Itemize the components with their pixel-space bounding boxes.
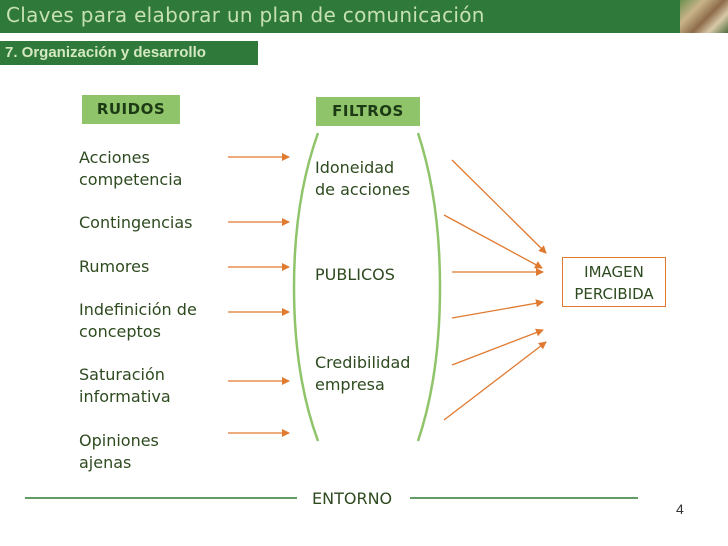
filtros-header: FILTROS bbox=[316, 97, 420, 126]
imagen-percibida-box: IMAGEN PERCIBIDA bbox=[562, 257, 666, 307]
arrow-filtro-5 bbox=[451, 328, 544, 366]
slide-title: Claves para elaborar un plan de comunica… bbox=[6, 3, 485, 27]
section-title: 7. Organización y desarrollo bbox=[5, 44, 206, 61]
ruido-line: informativa bbox=[79, 387, 171, 406]
ruido-line: Rumores bbox=[79, 257, 150, 276]
left-bracket bbox=[292, 132, 320, 442]
entorno-label: ENTORNO bbox=[312, 489, 393, 508]
section-tag: 7. Organización y desarrollo bbox=[0, 41, 258, 65]
ruidos-header: RUIDOS bbox=[82, 95, 180, 124]
ruido-saturacion: Saturación informativa bbox=[79, 364, 171, 408]
imagen-line: IMAGEN bbox=[584, 263, 644, 281]
ruido-line: Indefinición de bbox=[79, 300, 197, 319]
ruido-indefinicion: Indefinición de conceptos bbox=[79, 299, 197, 343]
filtro-line: empresa bbox=[315, 375, 385, 394]
arrow-filtro-1 bbox=[451, 159, 547, 254]
filtro-line: Credibilidad bbox=[315, 353, 411, 372]
ruido-rumores: Rumores bbox=[79, 256, 149, 278]
ruido-contingencias: Contingencias bbox=[79, 212, 192, 234]
ruido-line: Contingencias bbox=[79, 213, 193, 232]
right-bracket bbox=[416, 132, 442, 442]
filtro-idoneidad: Idoneidad de acciones bbox=[315, 157, 410, 201]
ruido-line: ajenas bbox=[79, 453, 132, 472]
ruido-line: Acciones bbox=[79, 148, 150, 167]
title-bar: Claves para elaborar un plan de comunica… bbox=[0, 0, 728, 33]
filtro-line: PUBLICOS bbox=[315, 265, 395, 284]
arrow-filtro-4 bbox=[451, 299, 544, 319]
header-photo bbox=[680, 0, 728, 33]
ruido-line: competencia bbox=[79, 170, 183, 189]
arrow-filtro-6 bbox=[443, 341, 547, 421]
arrow-filtro-2 bbox=[443, 214, 543, 269]
ruido-acciones: Acciones competencia bbox=[79, 147, 182, 191]
filtro-credibilidad: Credibilidad empresa bbox=[315, 352, 410, 396]
filtro-line: Idoneidad bbox=[315, 158, 395, 177]
ruido-line: Saturación bbox=[79, 365, 165, 384]
ruido-line: Opiniones bbox=[79, 431, 159, 450]
imagen-line: PERCIBIDA bbox=[574, 285, 654, 303]
page-number: 4 bbox=[676, 501, 684, 517]
ruido-line: conceptos bbox=[79, 322, 161, 341]
filtro-line: de acciones bbox=[315, 180, 411, 199]
ruido-opiniones: Opiniones ajenas bbox=[79, 430, 159, 474]
filtro-publicos: PUBLICOS bbox=[315, 264, 395, 286]
